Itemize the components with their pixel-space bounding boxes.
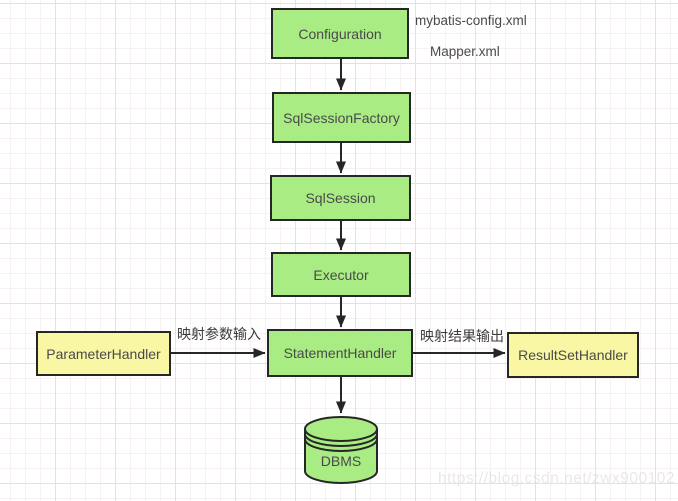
node-statementhandler-label: StatementHandler bbox=[283, 345, 397, 361]
node-configuration-label: Configuration bbox=[298, 25, 382, 42]
node-executor: Executor bbox=[271, 252, 411, 297]
annotation-mapper-file: Mapper.xml bbox=[430, 44, 500, 59]
node-sqlsessionfactory-label: SqlSessionFactory bbox=[283, 109, 400, 126]
node-sqlsession-label: SqlSession bbox=[305, 190, 376, 206]
node-configuration: Configuration bbox=[271, 8, 409, 59]
database-cylinder-icon bbox=[304, 429, 378, 484]
node-parameterhandler: ParameterHandler bbox=[36, 331, 171, 376]
node-dbms: DBMS bbox=[304, 416, 378, 484]
node-sqlsessionfactory: SqlSessionFactory bbox=[272, 92, 411, 143]
edge-label-parameter-input: 映射参数输入 bbox=[177, 326, 261, 342]
node-resultsethandler-label: ResultSetHandler bbox=[518, 347, 628, 363]
annotation-config-file: mybatis-config.xml bbox=[415, 13, 527, 28]
watermark-url: https://blog.csdn.net/zwx900102 bbox=[438, 470, 675, 487]
node-dbms-label: DBMS bbox=[321, 453, 361, 469]
node-resultsethandler: ResultSetHandler bbox=[507, 332, 639, 378]
edge-label-result-output: 映射结果输出 bbox=[420, 328, 504, 344]
node-sqlsession: SqlSession bbox=[270, 175, 411, 221]
node-parameterhandler-label: ParameterHandler bbox=[46, 345, 161, 362]
node-statementhandler: StatementHandler bbox=[267, 329, 413, 377]
node-executor-label: Executor bbox=[313, 266, 369, 283]
